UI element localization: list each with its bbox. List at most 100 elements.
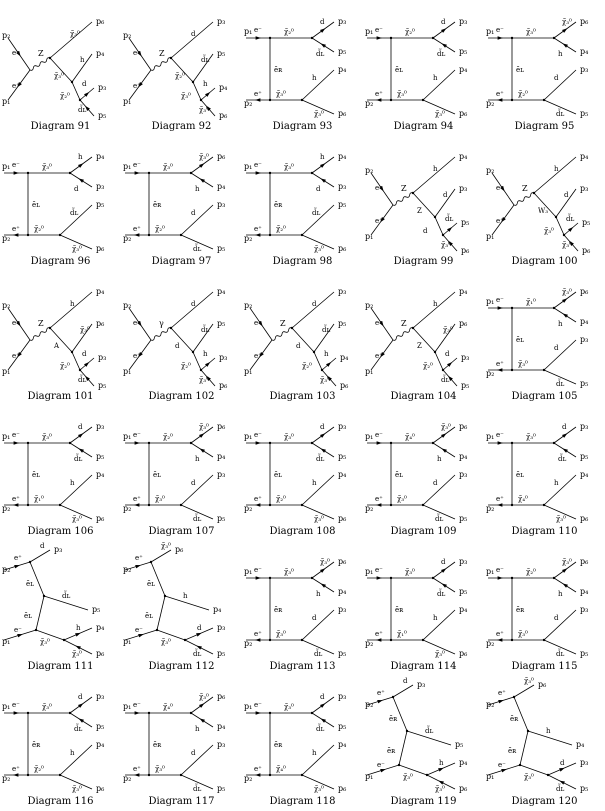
outgoing-line (533, 156, 577, 194)
outgoing-particle: h (554, 479, 559, 487)
arrow-marker (568, 227, 574, 232)
internal-particle: χ̃₃⁰ (284, 567, 294, 576)
diagram-caption: Diagram 95 (514, 121, 575, 132)
diagram-caption: Diagram 118 (269, 796, 336, 807)
propagator-label: Z (401, 319, 407, 328)
incoming-momentum-bottom: p₁ (123, 367, 131, 376)
outgoing-particle: χ̃₃⁰ (441, 422, 451, 431)
arrow-marker (78, 718, 84, 723)
lepton-label-top: e⁻ (133, 161, 141, 169)
exchange-label: ẽʟ (32, 201, 40, 209)
outgoing-momentum: p₆ (580, 17, 588, 26)
incoming-momentum-bottom: p₂ (244, 774, 252, 783)
outgoing-particle: d (312, 300, 317, 308)
lepton-label-bottom: e⁺ (254, 495, 262, 503)
arrow-marker (138, 352, 143, 358)
outgoing-line (422, 609, 456, 641)
incoming-momentum-bottom: p₂ (365, 504, 373, 513)
exchange-propagator (398, 730, 408, 766)
lepton-label-bottom: e⁺ (133, 82, 141, 90)
outgoing-line (406, 730, 452, 746)
arrow-marker (497, 576, 503, 580)
outgoing-particle: χ̃₃⁰ (199, 152, 209, 161)
outgoing-momentum: p₃ (459, 557, 467, 566)
outgoing-particle: d̃ʟ (78, 103, 86, 114)
outgoing-momentum: p₃ (338, 422, 346, 431)
outgoing-particle: d (191, 209, 196, 217)
outgoing-particle: d̃ʟ (70, 206, 78, 217)
outgoing-momentum: p₃ (217, 740, 225, 749)
lepton-label-bottom: e⁺ (496, 495, 504, 503)
outgoing-momentum: p₅ (96, 452, 104, 461)
outgoing-particle: d (433, 479, 438, 487)
outgoing-line (422, 504, 456, 520)
arrow-marker (78, 163, 84, 168)
outgoing-momentum: p₆ (96, 784, 104, 793)
lepton-label-top: e⁻ (254, 319, 262, 327)
arrow-marker (259, 352, 264, 358)
outgoing-momentum: p₄ (217, 287, 225, 296)
lepton-label-top: e⁻ (375, 319, 383, 327)
outgoing-momentum: p₆ (338, 557, 346, 566)
outgoing-particle: χ̃₃⁰ (80, 325, 90, 334)
outgoing-particle: d (312, 614, 317, 622)
outgoing-momentum: p₆ (96, 319, 104, 328)
outgoing-momentum: p₄ (340, 353, 348, 362)
exchange-label: ẽʀ (274, 66, 283, 74)
lepton-label-top: e⁻ (133, 701, 141, 709)
incoming-momentum-bottom: p₁ (365, 367, 373, 376)
exchange-label: ẽʟ (516, 66, 524, 74)
outgoing-particle: d̃ʟ (556, 377, 564, 388)
outgoing-momentum: p₃ (217, 470, 225, 479)
diagram-caption: Diagram 103 (269, 391, 336, 402)
incoming-momentum-top: p₂ (365, 301, 373, 310)
outgoing-particle: d (445, 350, 450, 358)
outgoing-line (527, 730, 573, 746)
outgoing-line (543, 639, 577, 655)
lepton-label-top: e⁻ (496, 26, 504, 34)
incoming-momentum-bottom: p₂ (486, 504, 494, 513)
lepton-label-bottom: e⁺ (12, 495, 20, 503)
incoming-momentum-bottom: p₂ (365, 99, 373, 108)
outgoing-particle: d (554, 614, 559, 622)
arrow-marker (376, 98, 382, 102)
internal-particle: χ̃₃⁰ (42, 702, 52, 711)
outgoing-momentum: p₅ (98, 381, 106, 390)
internal-line (434, 216, 444, 236)
outgoing-momentum: p₃ (217, 17, 225, 26)
arrow-marker (497, 503, 503, 507)
outgoing-particle: d (197, 624, 202, 632)
outgoing-particle: h (546, 727, 551, 735)
arrow-marker (255, 98, 261, 102)
diagram-caption: Diagram 115 (511, 661, 578, 672)
outgoing-line (313, 323, 335, 353)
outgoing-momentum: p₅ (580, 784, 588, 793)
outgoing-particle: d̃ʟ (201, 53, 209, 64)
incoming-momentum-bottom: p₂ (123, 234, 131, 243)
arrow-marker (255, 638, 261, 642)
outgoing-particle: d̃ʟ (78, 373, 86, 384)
lepton-label-top: e⁻ (254, 566, 262, 574)
outgoing-particle: d (560, 759, 565, 767)
internal-particle-2: χ̃₂⁰ (155, 224, 165, 233)
exchange-label: ẽʀ (32, 741, 41, 749)
incoming-momentum-top: p₁ (486, 297, 494, 306)
diagram-caption: Diagram 111 (27, 661, 94, 672)
outgoing-momentum: p₅ (217, 49, 225, 58)
internal-line (555, 216, 565, 236)
outgoing-line (301, 609, 335, 641)
internal-particle: χ̃₂⁰ (175, 71, 185, 80)
arrow-marker (501, 217, 506, 223)
internal-particle-2: χ̃₁⁰ (34, 494, 44, 503)
outgoing-particle: h (316, 590, 321, 598)
outgoing-particle: χ̃₃⁰ (320, 557, 330, 566)
incoming-momentum-bottom: p₁ (2, 367, 10, 376)
diagram-caption: Diagram 94 (393, 121, 454, 132)
incoming-momentum-top: p₁ (2, 162, 10, 171)
outgoing-momentum: p₆ (219, 111, 227, 120)
outgoing-particle: d̃ʟ (437, 47, 445, 58)
